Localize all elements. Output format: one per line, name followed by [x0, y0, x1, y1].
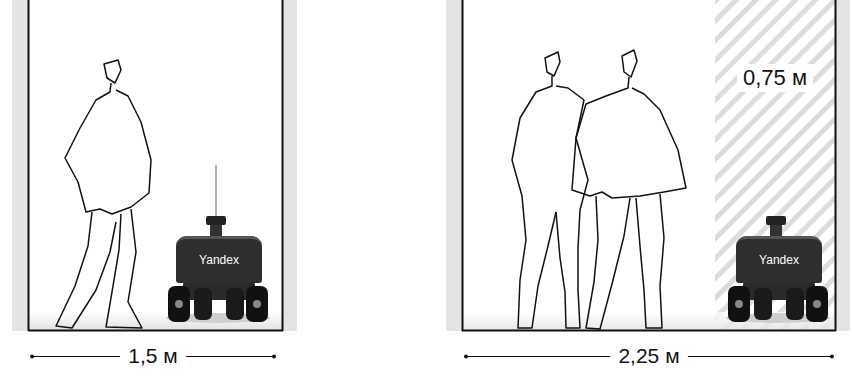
- dimension-label: 1,5 м: [120, 344, 185, 368]
- robot-chassis: [166, 165, 270, 323]
- corridor-right: [446, 0, 850, 331]
- corridor-left: [12, 0, 297, 331]
- robot-body: Yandex: [176, 236, 262, 283]
- dimension-label: 2,25 м: [610, 344, 687, 368]
- robot-body: Yandex: [736, 236, 822, 283]
- zone-width-label: 0,75 м: [737, 64, 813, 92]
- reserved-zone: 0,75 м Yandex: [715, 0, 835, 330]
- person-figure: [512, 50, 686, 329]
- brand-text: Yandex: [199, 254, 239, 267]
- brand-text: Yandex: [759, 254, 799, 267]
- robot-chassis: [726, 216, 830, 323]
- person-figure: [56, 60, 151, 328]
